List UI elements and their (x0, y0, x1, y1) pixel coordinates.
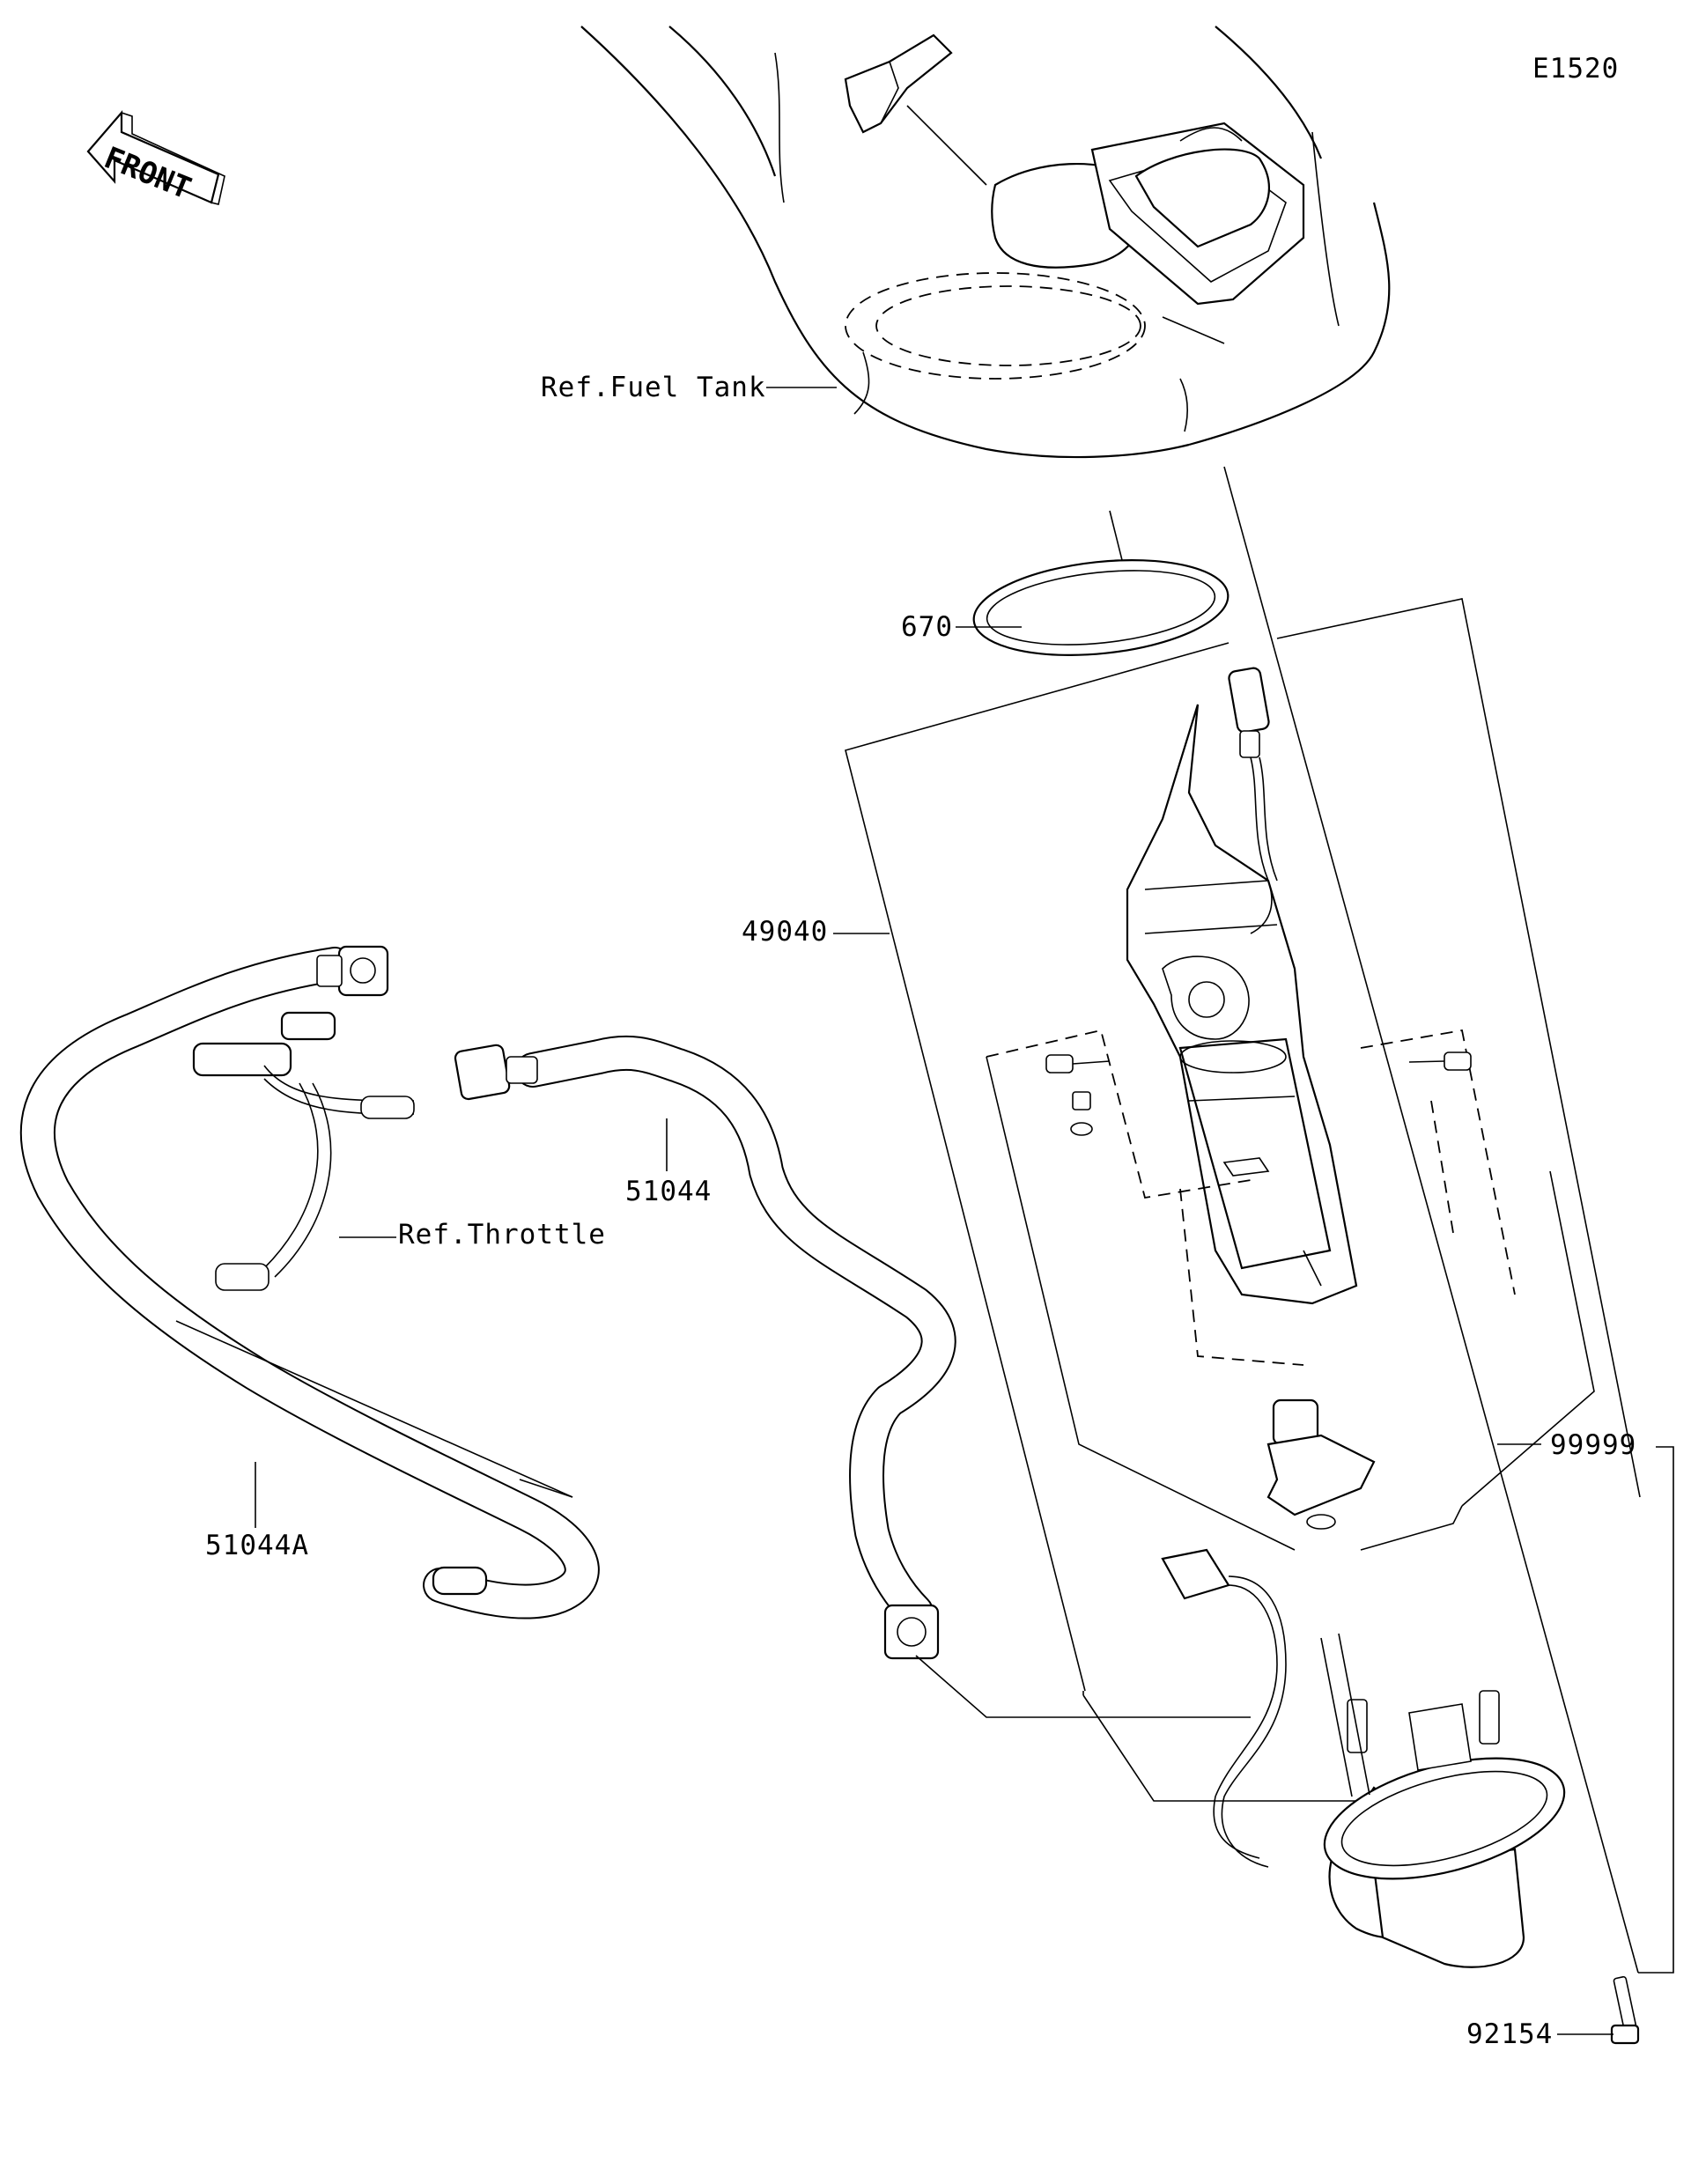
pump-flange (1320, 1633, 1566, 1968)
bolt-92154 (1610, 1975, 1640, 2045)
label-kit: 99999 (1550, 1429, 1636, 1461)
screws-right (1408, 1051, 1472, 1071)
fuel-tank-outline (580, 26, 1391, 459)
label-fuel-tank: Ref.Fuel Tank (541, 372, 766, 403)
throttle-tee-fitting (192, 1011, 415, 1291)
label-hose-main: 51044 (625, 1176, 712, 1207)
fuel-pump-body (1126, 667, 1358, 1305)
gasket-670 (972, 559, 1229, 656)
label-gasket: 670 (901, 611, 953, 643)
diagram-code: E1520 (1532, 53, 1619, 85)
label-bolt: 92154 (1466, 2018, 1553, 2050)
hose-51044a (19, 945, 600, 1620)
fuel-filter (1266, 1398, 1376, 1530)
label-hose-a: 51044A (205, 1530, 309, 1561)
kit-frame (986, 1029, 1595, 1551)
pump-assembly-frame (845, 598, 1641, 1802)
label-pump-assy: 49040 (742, 916, 828, 948)
label-throttle: Ref.Throttle (398, 1219, 606, 1251)
screws-left (1045, 1054, 1111, 1136)
pump-connector (1161, 1548, 1287, 1868)
front-arrow-icon: FRONT (86, 110, 225, 207)
hose-51044 (454, 1035, 956, 1660)
